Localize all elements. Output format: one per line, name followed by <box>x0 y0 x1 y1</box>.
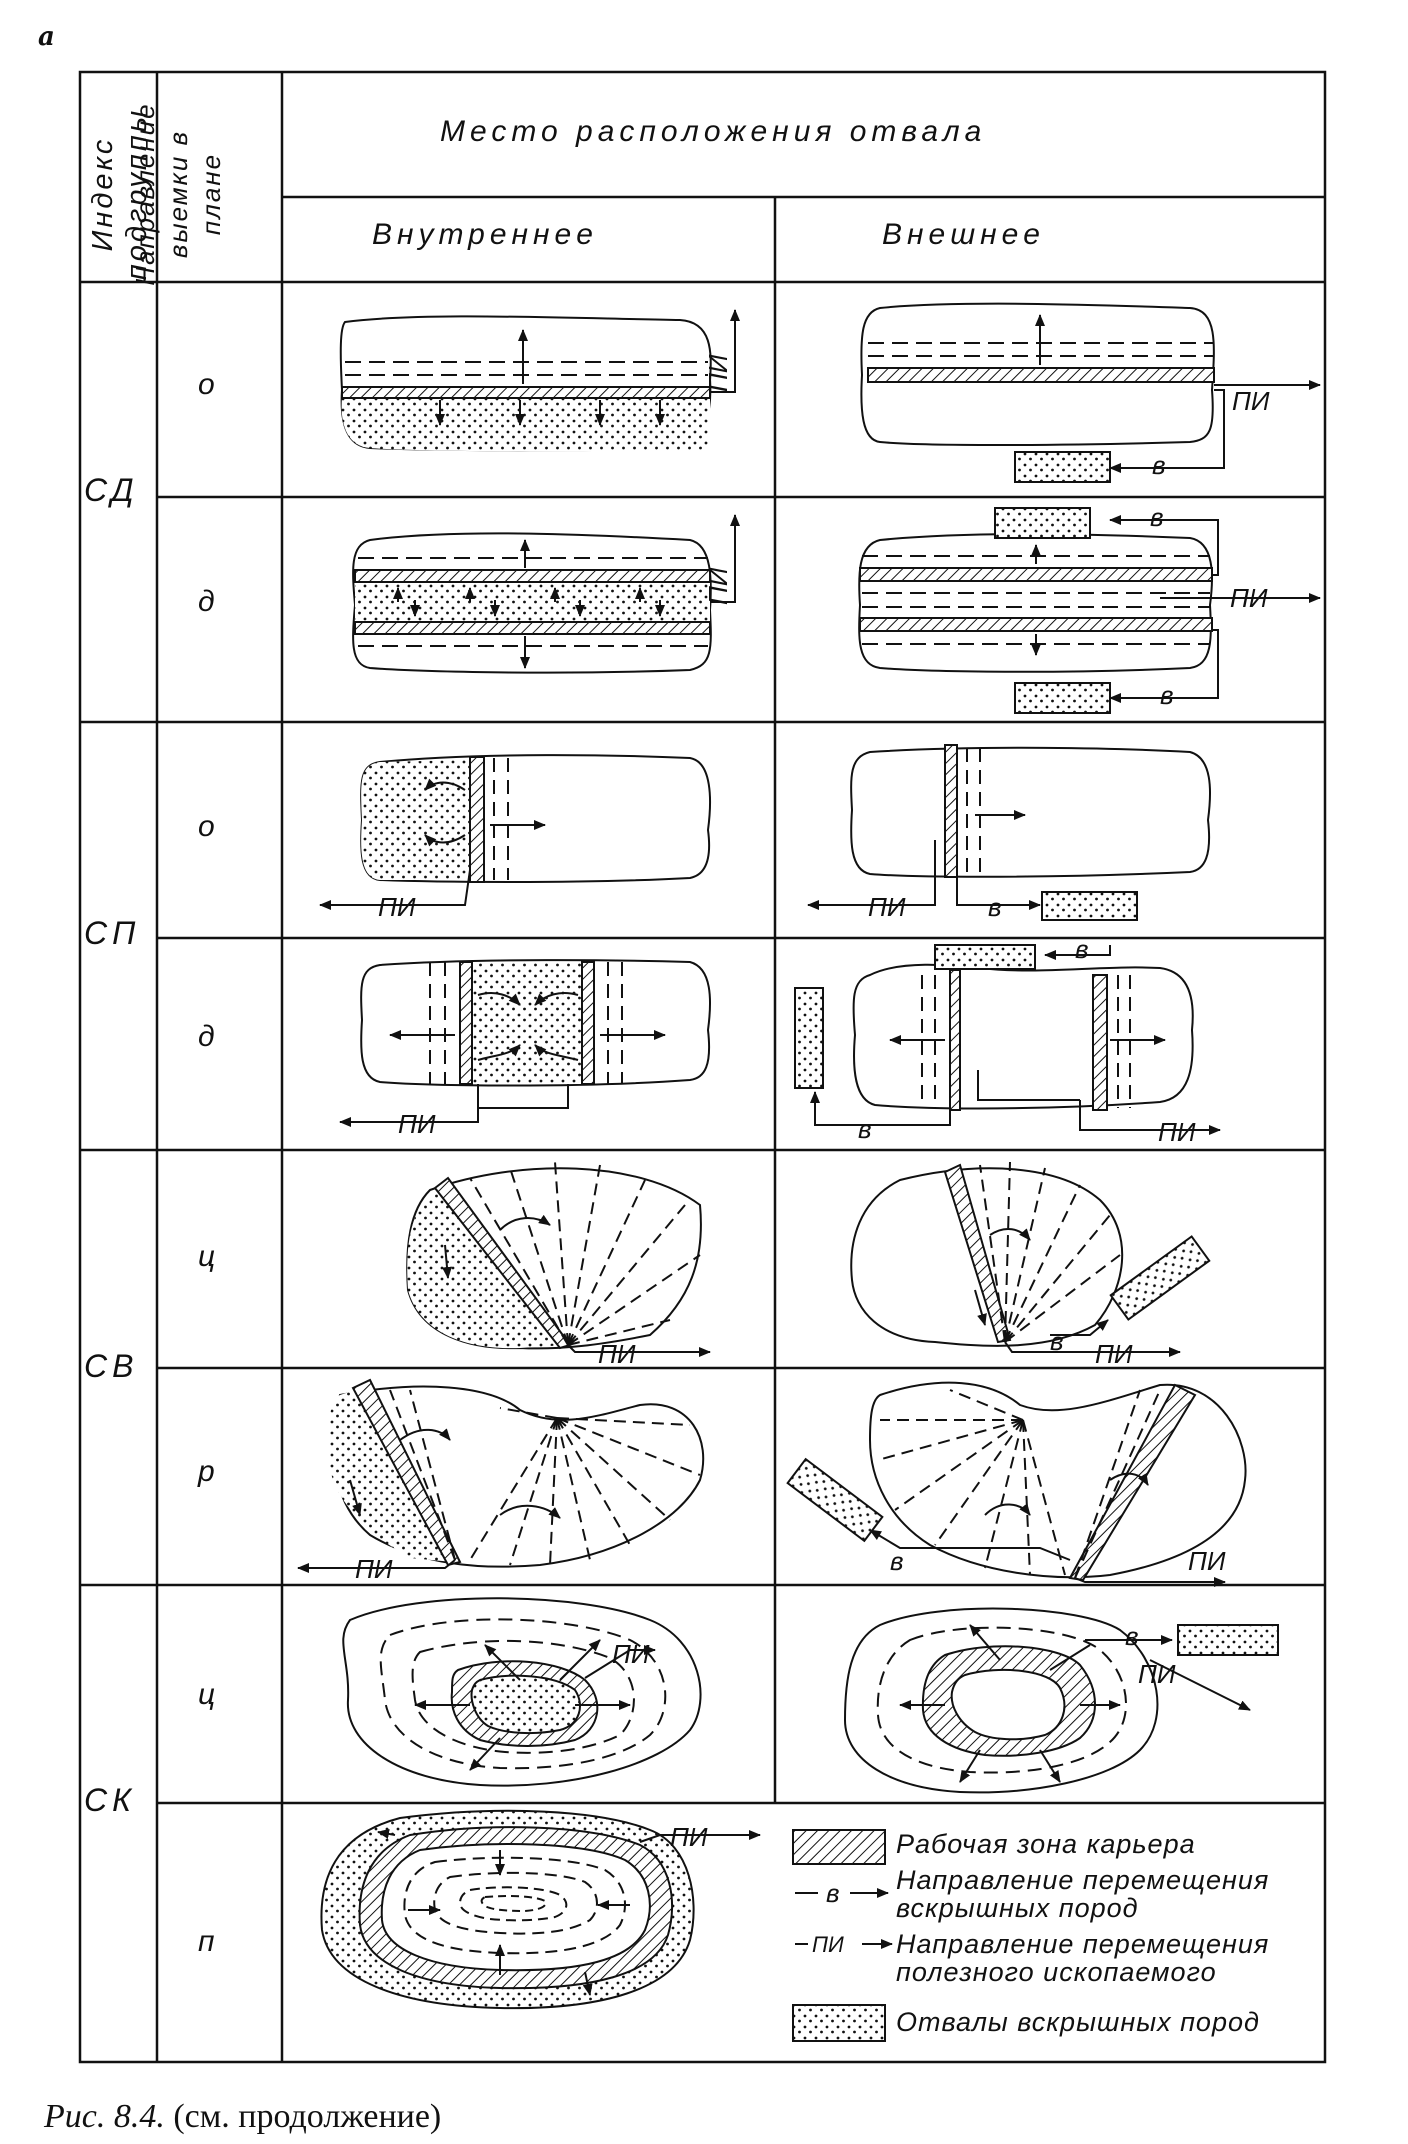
overburden-label: в <box>1160 680 1174 710</box>
row-direction-label: д <box>198 585 215 618</box>
row-direction-label: р <box>198 1455 215 1488</box>
row-direction-label: ц <box>198 1678 216 1711</box>
overburden-label: в <box>890 1546 904 1576</box>
header-location: Место расположения отвала <box>440 115 987 148</box>
overburden-label: в <box>1050 1326 1064 1356</box>
mineral-label: ПИ <box>598 1339 636 1369</box>
diagram-sd-o-external <box>860 302 1321 483</box>
diagram-sp-o-external <box>807 744 1212 921</box>
group-label: СД <box>84 472 139 508</box>
mineral-label: ПИ <box>868 892 906 922</box>
mineral-label: ПИ <box>378 892 416 922</box>
legend-mineral-symbol: ПИ <box>812 1932 844 1957</box>
header-direction: Направление выемки в плане <box>130 102 226 286</box>
diagram-mark-labels: ПИ ПИ ПИ ПИ ПИ ПИ ПИ ПИ ПИ ПИ ПИ ПИ ПИ П… <box>355 354 1270 1957</box>
group-label: СК <box>84 1782 136 1818</box>
legend-mineral-direction: Направление перемещения полезного ископа… <box>896 1929 1270 1987</box>
diagram-sk-p-internal <box>320 1809 761 2010</box>
mineral-label: ПИ <box>1095 1339 1133 1369</box>
overburden-label: в <box>1075 934 1089 964</box>
mineral-label: ПИ <box>703 354 733 392</box>
diagram-sd-d-internal <box>352 514 740 674</box>
mineral-label: ПИ <box>1158 1117 1196 1147</box>
row-direction-label: о <box>198 368 215 401</box>
group-label: СП <box>84 915 141 951</box>
figure-caption: Рис. 8.4. (см. продолжение) <box>44 2098 441 2136</box>
legend-symbols <box>792 1829 893 2042</box>
caption-note: (см. продолжение) <box>173 2098 442 2135</box>
mineral-label: ПИ <box>670 1822 708 1852</box>
diagram-sv-c-internal <box>406 1161 711 1357</box>
mineral-label: ПИ <box>398 1109 436 1139</box>
row-direction-label: о <box>198 810 215 843</box>
mineral-label: ПИ <box>1232 386 1270 416</box>
legend-overburden-direction: Направление перемещения вскрышных пород <box>896 1865 1270 1923</box>
diagram-sp-d-internal <box>339 959 712 1127</box>
figure-part-label: а <box>38 22 55 52</box>
legend-dumps: Отвалы вскрышных пород <box>896 2007 1260 2037</box>
diagram-sd-o-internal <box>339 309 740 452</box>
header-internal: Внутреннее <box>372 218 598 251</box>
mineral-label: ПИ <box>703 567 733 605</box>
legend-work-zone: Рабочая зона карьера <box>896 1829 1196 1859</box>
mineral-label: ПИ <box>1230 583 1268 613</box>
overburden-label: в <box>1125 1621 1139 1651</box>
diagram-sv-c-external <box>850 1161 1211 1357</box>
group-label: СВ <box>84 1348 139 1384</box>
overburden-label: в <box>1150 502 1164 532</box>
overburden-label: в <box>1152 450 1166 480</box>
table-grid <box>78 70 1327 2064</box>
diagram-sk-c-external <box>843 1607 1279 1794</box>
mineral-label: ПИ <box>1188 1546 1226 1576</box>
diagram-sv-r-internal <box>297 1378 705 1573</box>
overburden-label: в <box>988 892 1002 922</box>
diagram-sp-d-external <box>794 944 1221 1135</box>
row-direction-label: п <box>198 1925 215 1958</box>
diagram-sd-d-external <box>858 507 1321 714</box>
mineral-label: ПИ <box>1138 1659 1176 1689</box>
legend-overburden-symbol: в <box>826 1878 840 1908</box>
row-direction-label: ц <box>198 1240 216 1273</box>
diagram-sp-o-internal <box>319 754 712 910</box>
mineral-label: ПИ <box>355 1554 393 1584</box>
overburden-label: в <box>858 1114 872 1144</box>
row-direction-label: д <box>198 1020 215 1053</box>
diagram-sv-r-external <box>786 1381 1247 1587</box>
header-external: Внешнее <box>882 218 1045 251</box>
mineral-label: ПИ <box>612 1639 650 1669</box>
figure-number: Рис. 8.4. <box>44 2098 165 2135</box>
diagram-sk-c-internal <box>342 1597 702 1787</box>
